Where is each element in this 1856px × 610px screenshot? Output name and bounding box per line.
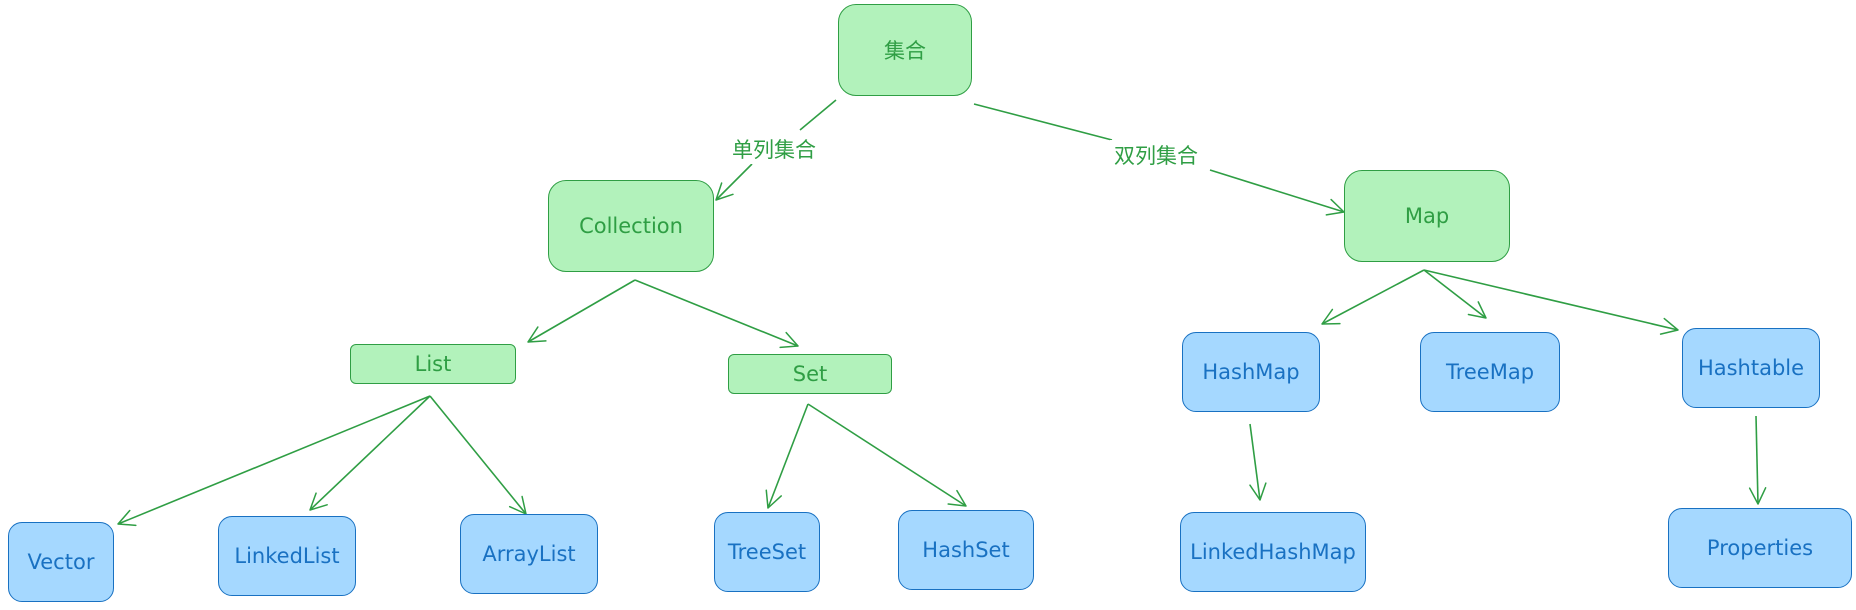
node-linkedhashmap[interactable]: LinkedHashMap <box>1180 512 1366 592</box>
node-treemap[interactable]: TreeMap <box>1420 332 1560 412</box>
edge-list-vector <box>117 395 431 527</box>
node-vector[interactable]: Vector <box>8 522 114 602</box>
node-properties[interactable]: Properties <box>1668 508 1852 588</box>
node-hashtable[interactable]: Hashtable <box>1682 328 1820 408</box>
edge-map-hashtable <box>1423 269 1679 335</box>
edge-label-single-column: 单列集合 <box>728 134 820 164</box>
node-arraylist[interactable]: ArrayList <box>460 514 598 594</box>
node-hashset[interactable]: HashSet <box>898 510 1034 590</box>
node-map[interactable]: Map <box>1344 170 1510 262</box>
node-treeset[interactable]: TreeSet <box>714 512 820 592</box>
edge-root-map <box>1209 169 1345 216</box>
node-hashmap[interactable]: HashMap <box>1182 332 1320 412</box>
node-linkedlist[interactable]: LinkedList <box>218 516 356 596</box>
edge-collection-list <box>527 279 636 343</box>
edge-list-linkedlist <box>309 395 431 511</box>
edge-hashmap-linkedhashmap <box>1249 423 1267 501</box>
edge-root-collection <box>715 163 753 201</box>
edge-set-hashset <box>807 403 967 507</box>
node-root[interactable]: 集合 <box>838 4 972 96</box>
edge-map-hashmap <box>1321 269 1425 325</box>
node-collection[interactable]: Collection <box>548 180 714 272</box>
edge-set-treeset <box>765 403 809 509</box>
edge-hashtable-properties <box>1748 415 1767 505</box>
edge-root-collection-upper <box>799 99 837 131</box>
edge-collection-set <box>634 279 799 349</box>
node-list[interactable]: List <box>350 344 516 384</box>
edge-root-map-upper <box>973 103 1113 141</box>
edge-label-double-column: 双列集合 <box>1110 140 1202 170</box>
edge-list-arraylist <box>429 395 527 515</box>
node-set[interactable]: Set <box>728 354 892 394</box>
edge-map-treemap <box>1423 269 1487 319</box>
